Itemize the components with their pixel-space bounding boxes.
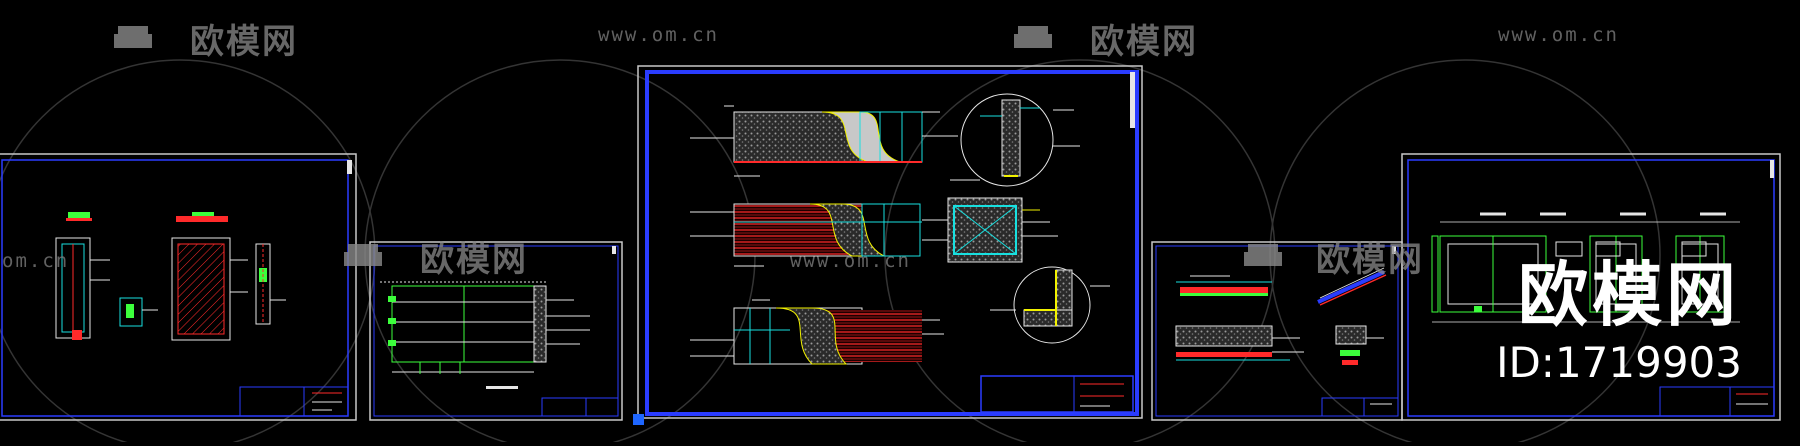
watermark-logo: 欧模网 <box>1090 22 1198 62</box>
watermark-url: www.om.cn <box>790 250 911 272</box>
watermark-logo: 欧模网 <box>420 240 528 280</box>
watermark-url: www.om.cn <box>598 24 719 46</box>
drawing-sheet-1 <box>0 153 357 421</box>
brand-logo-overlay: 欧模网 <box>1518 254 1740 336</box>
watermark-url: om.cn <box>2 250 70 272</box>
watermark-logo: 欧模网 <box>190 22 298 62</box>
drawing-sheet-3-active <box>637 65 1143 419</box>
drawing-sheet-4 <box>1151 241 1403 421</box>
drawing-sheet-2 <box>369 241 623 421</box>
sofa-icon <box>114 26 1282 266</box>
watermark-logo: 欧模网 <box>1316 240 1424 280</box>
watermark-url: www.om.cn <box>1498 24 1619 46</box>
drawing-sheet-5 <box>1401 153 1781 421</box>
model-id-label: ID:1719903 <box>1496 338 1742 387</box>
grip-square-icon[interactable] <box>633 414 644 425</box>
